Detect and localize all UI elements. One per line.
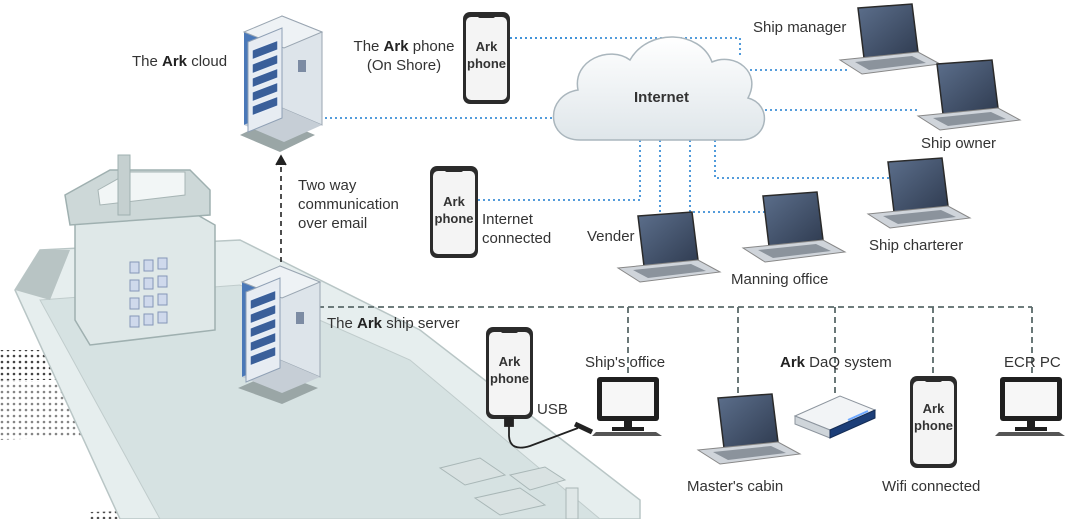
lan-links bbox=[318, 306, 1033, 395]
label-two-way-communication: Two way communication over email bbox=[298, 177, 399, 232]
label-internet: Internet bbox=[634, 89, 690, 106]
phone-usb bbox=[486, 327, 533, 419]
label-usb: USB bbox=[537, 401, 568, 418]
label-daq-system: Ark DaQ system bbox=[780, 354, 892, 371]
link-charterer bbox=[714, 140, 890, 179]
link-manning bbox=[689, 140, 770, 213]
phone-internet bbox=[430, 166, 478, 258]
ship-illustration bbox=[14, 154, 641, 519]
phone-wifi bbox=[910, 376, 957, 468]
label-ship-manager: Ship manager bbox=[753, 19, 847, 36]
label-manning-office: Manning office bbox=[731, 271, 829, 288]
laptop-manning-office bbox=[741, 191, 847, 263]
label-internet-connected: Internet connected bbox=[482, 211, 552, 247]
ark-cloud-server bbox=[240, 15, 324, 152]
daq-device bbox=[793, 395, 877, 439]
label-ark-phone-onshore: The Ark phone (On Shore) bbox=[353, 38, 455, 74]
label-masters-cabin: Master's cabin bbox=[687, 478, 784, 495]
label-ship-charterer: Ship charterer bbox=[869, 237, 964, 254]
desktop-ships-office bbox=[592, 377, 662, 436]
label-ship-owner: Ship owner bbox=[921, 135, 997, 152]
laptop-ship-owner bbox=[916, 59, 1022, 131]
label-ships-office: Ship's office bbox=[585, 354, 666, 371]
phone-on-shore bbox=[463, 12, 510, 104]
laptop-masters-cabin bbox=[696, 393, 802, 465]
desktop-ecr-pc bbox=[995, 377, 1065, 436]
link-internet-phone bbox=[478, 140, 641, 201]
label-ecr-pc: ECR PC bbox=[1004, 354, 1061, 371]
label-wifi-connected: Wifi connected bbox=[882, 478, 981, 495]
label-ark-cloud: The Ark cloud bbox=[132, 53, 228, 70]
laptop-ship-manager bbox=[838, 3, 942, 75]
label-vender: Vender bbox=[587, 228, 635, 245]
internet-cloud bbox=[552, 36, 765, 141]
ark-ship-server bbox=[238, 265, 322, 404]
laptop-ship-charterer bbox=[866, 157, 972, 229]
label-ship-server: The Ark ship server bbox=[327, 315, 460, 332]
laptop-vender bbox=[616, 211, 722, 283]
usb-cable bbox=[504, 417, 594, 449]
